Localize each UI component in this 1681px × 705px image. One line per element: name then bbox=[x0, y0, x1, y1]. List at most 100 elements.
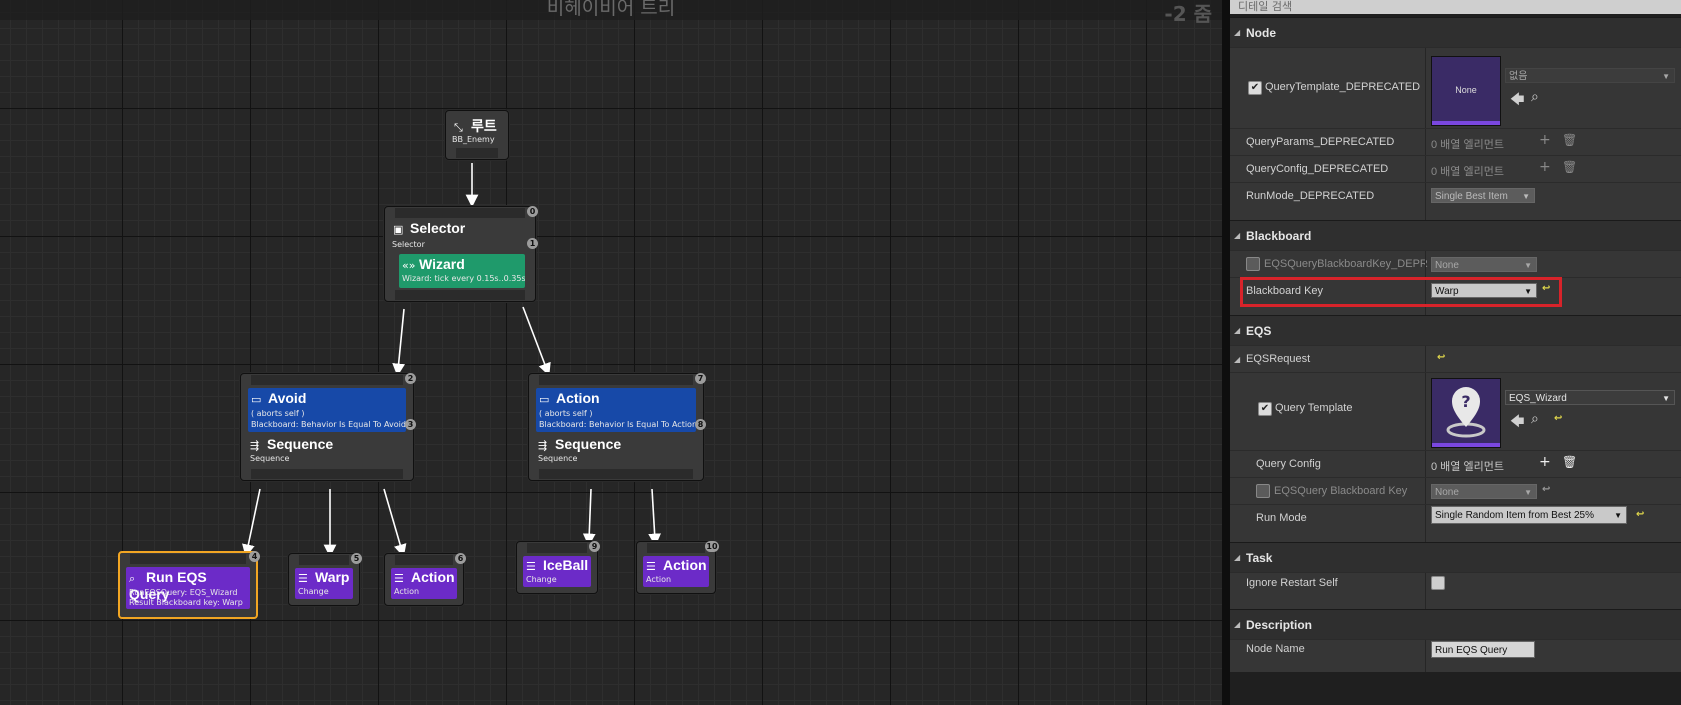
trash-icon[interactable]: 🗑 bbox=[1562, 133, 1578, 147]
blackboard-key-dropdown[interactable]: Warp▼ bbox=[1431, 283, 1537, 298]
asset-combo-value: 없음 bbox=[1509, 71, 1528, 82]
wizard-sub: Wizard: tick every 0.15s..0.35s bbox=[402, 274, 525, 283]
add-element-icon[interactable]: + bbox=[1539, 132, 1551, 148]
avoid-input-pin[interactable] bbox=[251, 375, 403, 385]
ignore-restart-self-checkbox[interactable] bbox=[1431, 576, 1445, 590]
asset-thumbnail[interactable]: None bbox=[1431, 56, 1501, 126]
category-node[interactable]: ◢ Node bbox=[1230, 17, 1681, 48]
execution-order-badge: 8 bbox=[695, 419, 706, 430]
action-input-pin[interactable] bbox=[539, 375, 693, 385]
behavior-tree-graph[interactable]: 비헤이비어 트리 -2 줌 ⤡루트 BB_Enemy 0 bbox=[0, 0, 1222, 705]
root-blackboard: BB_Enemy bbox=[452, 135, 495, 144]
execution-order-badge: 10 bbox=[705, 541, 719, 552]
thumbnail-bar bbox=[1432, 121, 1500, 125]
run-eqs-input-pin[interactable] bbox=[130, 554, 246, 564]
selector-output-pin[interactable] bbox=[395, 290, 525, 300]
wire-action-iceball bbox=[582, 488, 596, 547]
execution-order-badge: 4 bbox=[249, 551, 260, 562]
asset-combo[interactable]: 없음▼ bbox=[1505, 68, 1675, 83]
eqs-query-bb-key-label: EQSQuery Blackboard Key bbox=[1274, 485, 1408, 497]
eqs-query-bb-key-dropdown[interactable]: None▼ bbox=[1431, 484, 1537, 499]
collapse-arrow-icon[interactable]: ◢ bbox=[1234, 326, 1241, 335]
run-mode-deprecated-dropdown[interactable]: Single Best Item▼ bbox=[1431, 188, 1535, 203]
decorator-icon: ▭ bbox=[539, 393, 550, 406]
eqs-thumbnail[interactable]: ? bbox=[1431, 378, 1501, 448]
row-query-params-deprecated: QueryParams_DEPRECATED 0 배열 엘리먼트 + 🗑 bbox=[1230, 128, 1681, 156]
action1-task-body[interactable]: ☰Action Action bbox=[391, 568, 457, 599]
collapse-arrow-icon[interactable]: ◢ bbox=[1234, 620, 1241, 629]
panel-splitter[interactable] bbox=[1222, 0, 1230, 705]
chevron-down-icon: ▼ bbox=[1522, 192, 1530, 201]
reset-to-default-icon[interactable]: ↩ bbox=[1542, 283, 1551, 294]
collapse-arrow-icon[interactable]: ◢ bbox=[1234, 28, 1241, 37]
eqs-bb-key-deprecated-checkbox[interactable] bbox=[1246, 257, 1260, 271]
action-task-node-2[interactable]: 10 ☰Action Action bbox=[636, 541, 719, 594]
action2-input-pin[interactable] bbox=[647, 543, 705, 553]
row-eqs-query-bb-key: EQSQuery Blackboard Key None▼ ↩ bbox=[1230, 477, 1681, 505]
run-eqs-query-node[interactable]: 4 ⌕Run EQS Query RunEQSQuery: EQS_Wizard… bbox=[118, 551, 260, 619]
eqs-query-bb-key-checkbox[interactable] bbox=[1256, 484, 1270, 498]
graph-title: 비헤이비어 트리 bbox=[546, 0, 676, 19]
avoid-decorator[interactable]: ▭Avoid ( aborts self ) Blackboard: Behav… bbox=[248, 388, 406, 432]
category-task[interactable]: ◢ Task bbox=[1230, 542, 1681, 573]
warp-task-node[interactable]: 5 ☰Warp Change bbox=[288, 553, 362, 606]
chevron-down-icon: ▼ bbox=[1524, 488, 1532, 497]
iceball-task-node[interactable]: 9 ☰IceBall Change bbox=[516, 541, 600, 594]
reset-to-default-icon[interactable]: ↩ bbox=[1636, 509, 1645, 520]
avoid-sequence-node[interactable]: 2 ▭Avoid ( aborts self ) Blackboard: Beh… bbox=[240, 373, 416, 481]
reset-to-default-icon[interactable]: ↩ bbox=[1554, 413, 1563, 424]
collapse-arrow-icon[interactable]: ◢ bbox=[1234, 355, 1241, 364]
category-description-title: Description bbox=[1246, 618, 1313, 632]
add-element-icon[interactable]: + bbox=[1539, 454, 1551, 470]
warp-task-body[interactable]: ☰Warp Change bbox=[295, 568, 353, 599]
run-mode-value: Single Random Item from Best 25% bbox=[1435, 510, 1594, 521]
browse-search-icon[interactable]: ⌕ bbox=[1531, 411, 1539, 427]
action2-task-body[interactable]: ☰Action Action bbox=[643, 556, 709, 587]
browse-search-icon[interactable]: ⌕ bbox=[1531, 89, 1539, 105]
reset-to-default-icon[interactable]: ↩ bbox=[1542, 484, 1551, 495]
root-node[interactable]: ⤡루트 BB_Enemy bbox=[445, 110, 509, 160]
action-task-node-1[interactable]: 6 ☰Action Action bbox=[384, 553, 466, 606]
selector-input-pin[interactable] bbox=[395, 208, 525, 218]
trash-icon[interactable]: 🗑 bbox=[1562, 160, 1578, 174]
wizard-service[interactable]: «»Wizard Wizard: tick every 0.15s..0.35s bbox=[399, 254, 525, 288]
row-blackboard-key: Blackboard Key Warp▼ ↩ bbox=[1230, 277, 1681, 316]
row-eqs-request: ◢ EQSRequest ↩ bbox=[1230, 345, 1681, 373]
run-eqs-task-body[interactable]: ⌕Run EQS Query RunEQSQuery: EQS_Wizard R… bbox=[126, 567, 250, 609]
eqs-bb-key-deprecated-label: EQSQueryBlackboardKey_DEPR bbox=[1264, 258, 1428, 270]
root-output-pin[interactable] bbox=[456, 148, 498, 158]
run-mode-dropdown[interactable]: Single Random Item from Best 25%▼ bbox=[1431, 506, 1627, 524]
query-template-combo[interactable]: EQS_Wizard▼ bbox=[1505, 390, 1675, 405]
iceball-task-body[interactable]: ☰IceBall Change bbox=[523, 556, 591, 587]
trash-icon[interactable]: 🗑 bbox=[1562, 455, 1578, 469]
use-selected-arrow-icon[interactable]: 🡄 bbox=[1510, 92, 1525, 108]
collapse-arrow-icon[interactable]: ◢ bbox=[1234, 231, 1241, 240]
add-element-icon[interactable]: + bbox=[1539, 159, 1551, 175]
avoid-output-pin[interactable] bbox=[251, 469, 403, 479]
action1-input-pin[interactable] bbox=[395, 555, 453, 565]
action-sequence-node[interactable]: 7 ▭Action ( aborts self ) Blackboard: Be… bbox=[528, 373, 706, 481]
reset-to-default-icon[interactable]: ↩ bbox=[1437, 352, 1446, 363]
node-name-input[interactable]: Run EQS Query bbox=[1431, 641, 1535, 658]
action-decorator[interactable]: ▭Action ( aborts self ) Blackboard: Beha… bbox=[536, 388, 696, 432]
eqs-bb-key-deprecated-dropdown[interactable]: None▼ bbox=[1431, 257, 1537, 272]
warp-title: Warp bbox=[315, 569, 350, 585]
query-template-deprecated-checkbox[interactable]: ✔ bbox=[1248, 81, 1262, 95]
action-output-pin[interactable] bbox=[539, 469, 693, 479]
category-eqs[interactable]: ◢ EQS bbox=[1230, 315, 1681, 346]
column-divider bbox=[1425, 48, 1426, 129]
details-search-input[interactable]: 디테일 검색 bbox=[1230, 0, 1681, 14]
use-selected-arrow-icon[interactable]: 🡄 bbox=[1510, 414, 1525, 430]
iceball-input-pin[interactable] bbox=[527, 543, 587, 553]
query-template-checkbox[interactable]: ✔ bbox=[1258, 402, 1272, 416]
category-blackboard[interactable]: ◢ Blackboard bbox=[1230, 220, 1681, 251]
warp-input-pin[interactable] bbox=[299, 555, 349, 565]
highlight-box bbox=[1240, 277, 1562, 307]
selector-node[interactable]: 0 ▣Selector Selector «»Wizard Wizard: ti… bbox=[384, 206, 538, 302]
run-mode-deprecated-label: RunMode_DEPRECATED bbox=[1246, 190, 1375, 202]
sequence-icon: ⇶ bbox=[538, 439, 548, 452]
column-divider bbox=[1425, 346, 1426, 373]
category-description[interactable]: ◢ Description bbox=[1230, 609, 1681, 640]
selector-icon: ▣ bbox=[393, 223, 404, 236]
collapse-arrow-icon[interactable]: ◢ bbox=[1234, 553, 1241, 562]
